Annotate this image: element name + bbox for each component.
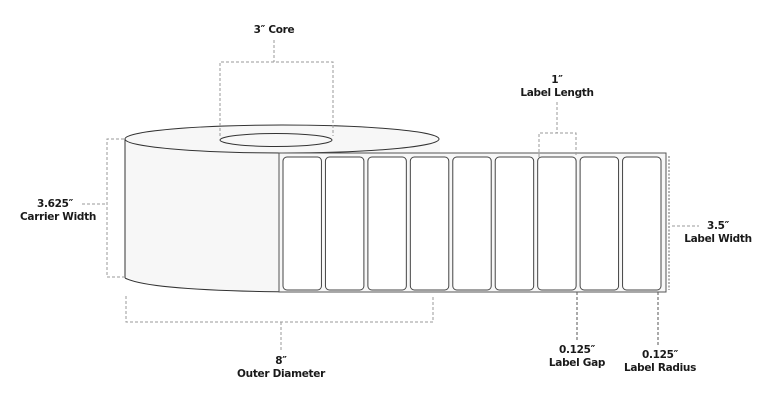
label-width-value: 3.5″ [706, 220, 730, 232]
label-width-label: 3.5″ Label Width [683, 220, 753, 246]
label [622, 156, 662, 291]
label [537, 156, 577, 291]
label-gap-value: 0.125″ [558, 344, 596, 356]
carrier-width-name: Carrier Width [20, 211, 96, 223]
label [409, 156, 450, 291]
carrier-width-value: 3.625″ [36, 198, 74, 210]
label-gap-label: 0.125″ Label Gap [542, 344, 612, 370]
label-length-label: 1″ Label Length [512, 74, 602, 100]
label-width-name: Label Width [684, 233, 752, 245]
carrier-width-label: 3.625″ Carrier Width [20, 198, 96, 224]
label [282, 156, 322, 291]
label-length-name: Label Length [520, 87, 594, 99]
core-dimension [219, 40, 334, 136]
label [324, 156, 365, 291]
core-ellipse [219, 133, 333, 147]
label-length-dimension [538, 102, 577, 157]
carrier-width-dimension [82, 138, 124, 278]
outer-diameter-label: 8″ Outer Diameter [236, 355, 326, 381]
label-width-dimension [668, 156, 699, 290]
roll-bottom-curve [124, 277, 301, 293]
label [579, 156, 620, 291]
label-radius-name: Label Radius [623, 362, 697, 374]
outer-diameter-value: 8″ [275, 355, 287, 367]
label-group [282, 156, 662, 291]
outer-diameter-dimension [125, 296, 434, 352]
label-radius-value: 0.125″ [641, 349, 679, 361]
label [452, 156, 492, 291]
label [367, 156, 407, 291]
label-gap-name: Label Gap [548, 357, 606, 369]
core-label: 3″ Core [253, 24, 295, 36]
outer-diameter-name: Outer Diameter [237, 368, 325, 380]
label-length-value: 1″ [551, 74, 563, 86]
label [494, 156, 535, 291]
label-radius-label: 0.125″ Label Radius [623, 349, 697, 375]
